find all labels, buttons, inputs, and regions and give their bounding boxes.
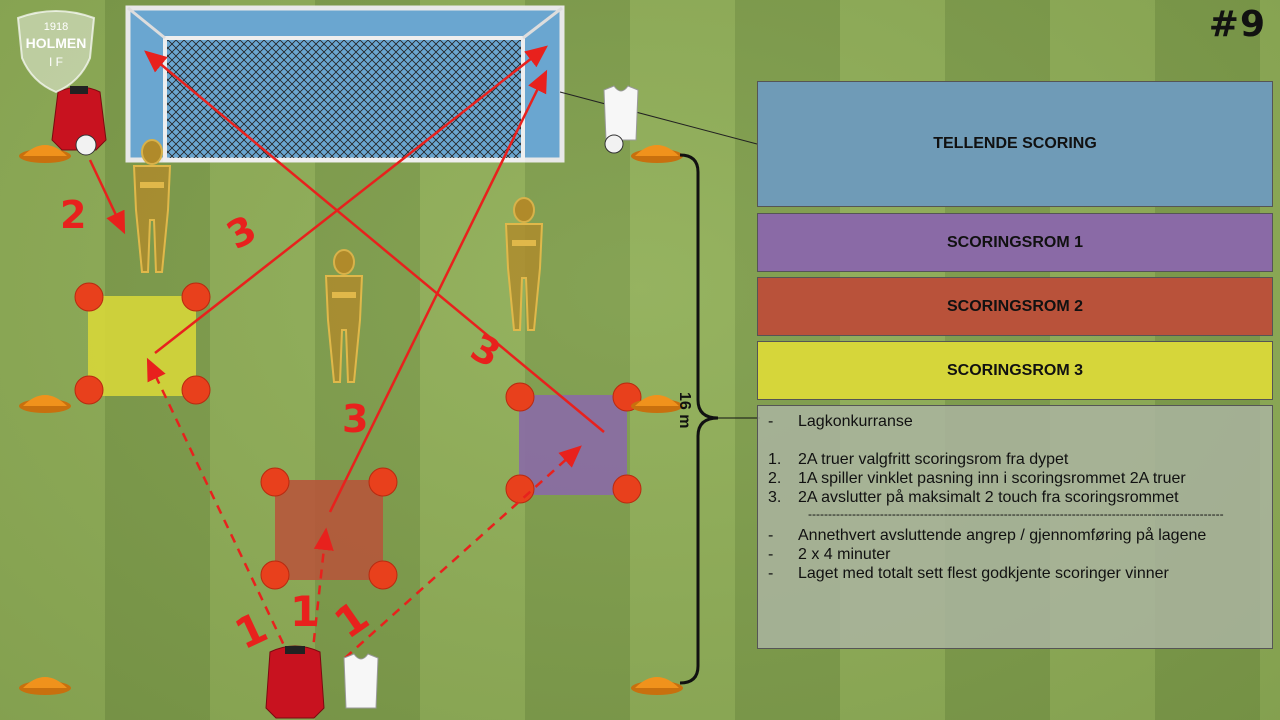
step-text: 1A spiller vinklet pasning inn i scoring… bbox=[798, 470, 1186, 487]
rule-text: 2 x 4 minuter bbox=[798, 546, 891, 563]
arrow-pass-yellow bbox=[146, 357, 292, 659]
panel-scoringsrom-2: SCORINGSROM 2 bbox=[757, 277, 1273, 336]
step-marker: 3. bbox=[768, 489, 782, 506]
rule-text: Laget med totalt sett flest godkjente sc… bbox=[798, 565, 1169, 582]
notes-step: 2. 1A spiller vinklet pasning inn i scor… bbox=[768, 469, 1262, 488]
player-red-jacket-icon bbox=[51, 86, 107, 156]
notes-divider: ----------------------------------------… bbox=[808, 507, 1224, 521]
bullet-marker: - bbox=[768, 413, 774, 430]
holmen-logo-icon: 1918 HOLMEN I F bbox=[16, 10, 96, 94]
ball-icon bbox=[74, 282, 642, 590]
logo-year: 1918 bbox=[44, 21, 68, 33]
goal-icon bbox=[125, 5, 565, 163]
notes-rule: - 2 x 4 minuter bbox=[768, 545, 1262, 564]
step-label-3: 3 bbox=[342, 397, 368, 441]
step-label-3: 3 bbox=[464, 325, 508, 376]
step-marker: 1. bbox=[768, 451, 782, 468]
step-text: 2A truer valgfritt scoringsrom fra dypet bbox=[798, 451, 1069, 468]
bullet-marker: - bbox=[768, 546, 774, 563]
arrow-pass-red bbox=[310, 527, 334, 659]
step-text: 2A avslutter på maksimalt 2 touch fra sc… bbox=[798, 489, 1179, 506]
scoring-zone-red bbox=[275, 480, 383, 580]
player-red-jacket-icon bbox=[265, 645, 325, 719]
notes-step: 1. 2A truer valgfritt scoringsrom fra dy… bbox=[768, 450, 1262, 469]
cone-icon bbox=[631, 145, 683, 163]
arrow-shot-red bbox=[328, 69, 548, 513]
arrow-serve bbox=[88, 159, 126, 235]
step-label-1: 1 bbox=[326, 591, 378, 648]
rule-text: Annethvert avsluttende angrep / gjennomf… bbox=[798, 527, 1207, 544]
mannequin-icon bbox=[505, 197, 543, 331]
distance-label: 16 m bbox=[676, 392, 693, 428]
scoring-zone-yellow bbox=[88, 296, 196, 396]
panel-scoringsrom-1: SCORINGSROM 1 bbox=[757, 213, 1273, 272]
logo-letters: I F bbox=[49, 55, 63, 69]
player-white-bib-icon bbox=[603, 85, 639, 154]
arrow-shot-yellow bbox=[154, 45, 548, 354]
panel-scoringsrom-3: SCORINGSROM 3 bbox=[757, 341, 1273, 400]
arrow-shot-purple bbox=[144, 50, 605, 433]
cone-icon bbox=[631, 677, 683, 695]
panel-tellende-scoring: TELLENDE SCORING bbox=[757, 81, 1273, 207]
notes-intro-text: Lagkonkurranse bbox=[798, 413, 913, 430]
cone-icon bbox=[19, 677, 71, 695]
bullet-marker: - bbox=[768, 527, 774, 544]
step-label-3: 3 bbox=[220, 207, 264, 258]
step-label-2: 2 bbox=[60, 193, 86, 237]
notes-rule: - Laget med totalt sett flest godkjente … bbox=[768, 564, 1262, 583]
notes-intro: - Lagkonkurranse bbox=[768, 412, 1262, 431]
mannequin-icon bbox=[325, 249, 363, 383]
notes-step: 3. 2A avslutter på maksimalt 2 touch fra… bbox=[768, 488, 1262, 507]
instructions-panel: - Lagkonkurranse 1. 2A truer valgfritt s… bbox=[757, 405, 1273, 649]
scoring-zone-purple bbox=[519, 395, 627, 495]
bullet-marker: - bbox=[768, 565, 774, 582]
player-white-bib-icon bbox=[343, 653, 379, 709]
step-label-1: 1 bbox=[290, 587, 319, 636]
arrow-pass-purple bbox=[344, 445, 582, 659]
step-marker: 2. bbox=[768, 470, 782, 487]
notes-rule: - Annethvert avsluttende angrep / gjenno… bbox=[768, 526, 1262, 545]
logo-name: HOLMEN bbox=[26, 35, 87, 51]
cone-icon bbox=[19, 395, 71, 413]
drill-number-badge: #9 bbox=[1208, 4, 1266, 45]
